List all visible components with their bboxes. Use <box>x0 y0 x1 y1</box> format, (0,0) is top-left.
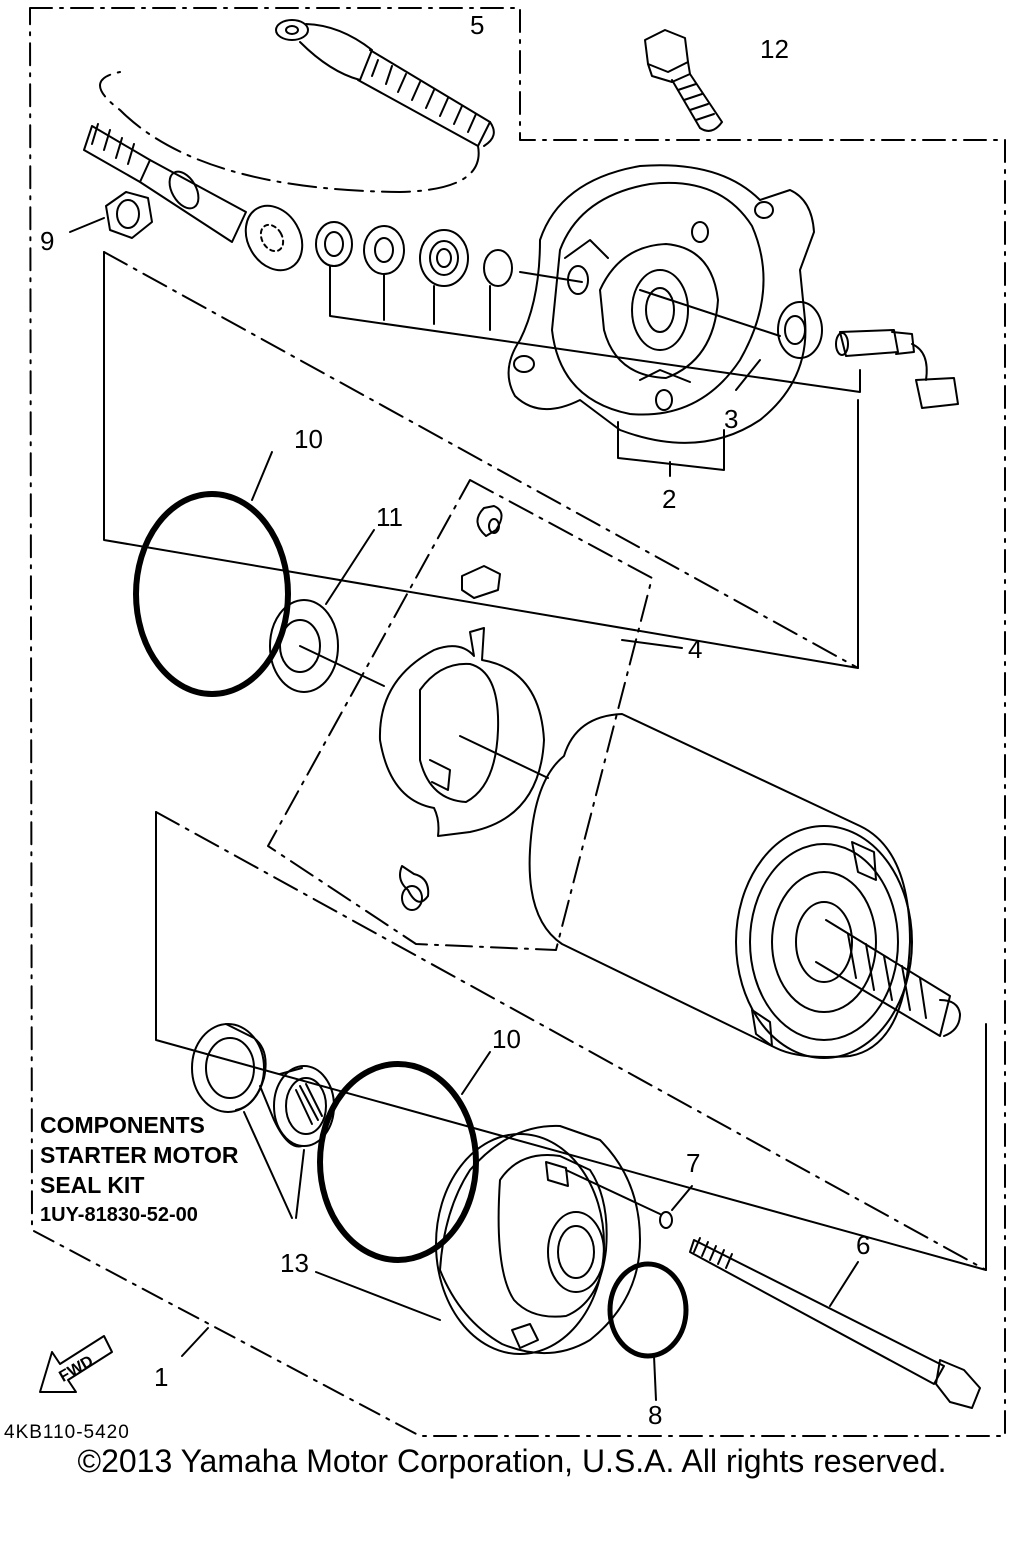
callout-10-lower: 10 <box>492 1024 521 1054</box>
callout-6: 6 <box>856 1230 870 1260</box>
housing-bracket-upper <box>103 251 859 669</box>
assembly-boundary <box>29 7 1006 1437</box>
callout-10-upper: 10 <box>294 424 323 454</box>
bolt-12 <box>644 29 723 132</box>
o-ring-10-upper <box>133 451 291 697</box>
callout-9: 9 <box>40 226 54 256</box>
seal-bearing-13 <box>191 1023 335 1219</box>
brush-holder-4 <box>267 479 683 951</box>
housing-bracket-lower <box>155 811 987 1271</box>
callout-11: 11 <box>376 502 403 532</box>
callout-2: 2 <box>662 484 676 514</box>
callout-5: 5 <box>470 10 484 40</box>
washer-11 <box>269 529 385 693</box>
terminal-bolt <box>83 123 304 272</box>
copyright-notice: ©2013 Yamaha Motor Corporation, U.S.A. A… <box>77 1443 947 1479</box>
brush-terminal-3 <box>735 301 959 409</box>
rear-end-cover <box>507 164 815 444</box>
leader-brackets <box>329 265 861 477</box>
components-line-3: SEAL KIT <box>40 1172 145 1198</box>
leader-1 <box>181 1327 209 1357</box>
callout-13: 13 <box>280 1248 309 1278</box>
callout-7: 7 <box>686 1148 700 1178</box>
through-bolt-6 <box>689 1237 981 1409</box>
diagram-code: 4KB110-5420 <box>4 1422 130 1443</box>
o-ring-7 <box>659 1185 693 1229</box>
components-note: COMPONENTS STARTER MOTOR SEAL KIT 1UY-81… <box>40 1110 238 1230</box>
fwd-arrow-icon <box>39 1335 113 1393</box>
components-line-2: STARTER MOTOR <box>40 1142 239 1168</box>
washer-stack <box>315 221 513 287</box>
callout-8: 8 <box>648 1400 662 1430</box>
yoke-housing <box>528 713 961 1059</box>
terminal-lead-5 <box>99 19 495 193</box>
front-end-cover <box>315 1124 661 1355</box>
o-ring-8 <box>607 1261 689 1401</box>
components-line-1: COMPONENTS <box>40 1112 205 1138</box>
components-part-number: 1UY-81830-52-00 <box>40 1204 198 1226</box>
callout-12: 12 <box>760 34 789 64</box>
fwd-arrow-label: FWD <box>56 1353 96 1386</box>
o-ring-10-lower <box>317 1051 491 1263</box>
callout-3: 3 <box>724 404 738 434</box>
callout-4: 4 <box>688 634 702 664</box>
nut-9 <box>69 191 153 239</box>
callout-1: 1 <box>154 1362 168 1392</box>
